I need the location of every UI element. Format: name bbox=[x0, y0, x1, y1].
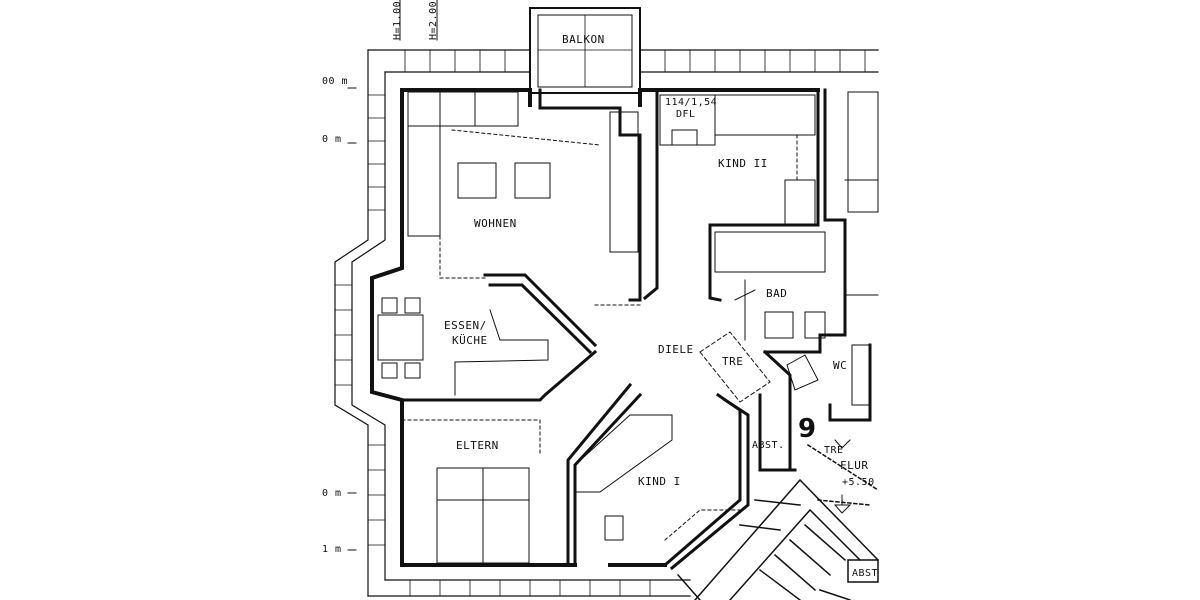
label-essen: ESSEN/ bbox=[444, 319, 487, 332]
label-abst: ABST. bbox=[752, 440, 785, 451]
label-bad: BAD bbox=[766, 287, 788, 300]
label-flur-level: +5.50 bbox=[842, 477, 875, 488]
label-kueche: KÜCHE bbox=[452, 334, 488, 347]
furniture bbox=[347, 0, 879, 564]
label-diele: DIELE bbox=[658, 343, 694, 356]
label-kind-ii: KIND II bbox=[718, 157, 768, 170]
height-note-2: H=2.00 m bbox=[428, 0, 439, 40]
label-dfl: DFL bbox=[676, 109, 696, 120]
stair-number: 9 bbox=[798, 414, 817, 444]
margin-label-3: 0 m bbox=[322, 488, 342, 499]
label-abst-lower: ABST bbox=[852, 568, 879, 579]
margin-label-2: 0 m bbox=[322, 134, 342, 145]
label-flur: FLUR bbox=[840, 459, 869, 472]
staircase bbox=[676, 443, 880, 600]
margin-label-4: 1 m bbox=[322, 544, 342, 555]
label-kind-i: KIND I bbox=[638, 475, 681, 488]
label-dfl-value: 114/1,54 bbox=[665, 97, 718, 108]
label-tre: TRE bbox=[722, 355, 744, 368]
height-note-1: H=1.00 m bbox=[392, 0, 403, 40]
label-wc: WC bbox=[833, 359, 848, 372]
label-eltern: ELTERN bbox=[456, 439, 499, 452]
label-balkon: BALKON bbox=[562, 33, 605, 46]
label-flur-tre: TRE bbox=[824, 445, 844, 456]
label-wohnen: WOHNEN bbox=[474, 217, 517, 230]
roof-eave bbox=[334, 49, 879, 597]
roof-hatching bbox=[334, 49, 866, 597]
flur-arrow bbox=[833, 439, 852, 514]
margin-label-1: 00 m bbox=[322, 76, 349, 87]
balcony bbox=[529, 7, 641, 94]
